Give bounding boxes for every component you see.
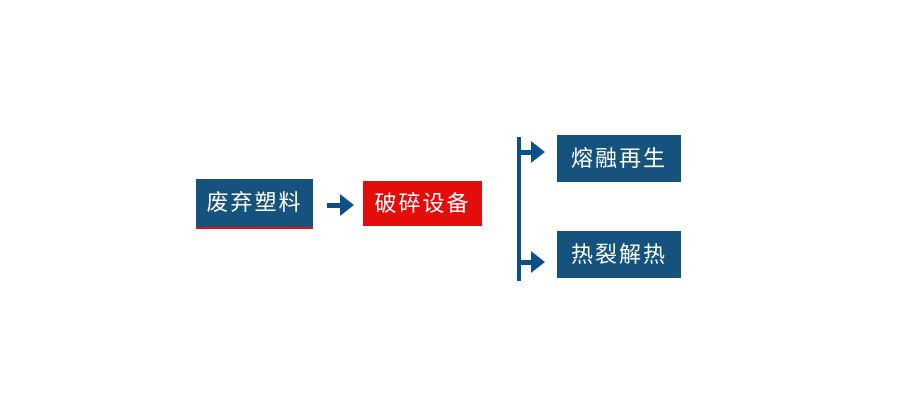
arrow-head <box>531 251 545 273</box>
node-crushing-equipment-label: 破碎设备 <box>374 190 471 216</box>
branch-arrow-bottom-icon <box>517 251 545 273</box>
node-waste-plastic: 废弃塑料 <box>196 179 313 229</box>
arrow-shaft <box>517 149 531 155</box>
node-pyrolysis: 热裂解热 <box>557 231 681 278</box>
node-waste-plastic-label: 废弃塑料 <box>206 190 303 215</box>
node-pyrolysis-label: 热裂解热 <box>570 241 667 267</box>
node-melt-regeneration-label: 熔融再生 <box>570 145 667 171</box>
arrow-head <box>531 141 545 163</box>
branch-arrow-top-icon <box>517 141 545 163</box>
arrow-right-icon <box>327 194 354 216</box>
node-crushing-equipment: 破碎设备 <box>363 181 482 226</box>
arrow-head <box>340 194 354 216</box>
arrow-shaft <box>327 202 340 208</box>
arrow-shaft <box>517 259 531 265</box>
branch-vertical-line <box>517 137 521 281</box>
node-melt-regeneration: 熔融再生 <box>557 135 681 182</box>
